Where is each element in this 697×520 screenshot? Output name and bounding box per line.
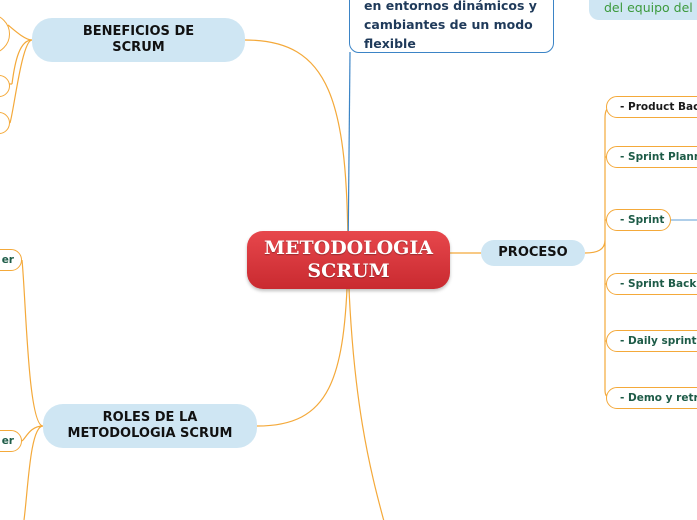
subtopic-demo-y-retrospectiva[interactable]: - Demo y retrospectiva [606,387,697,409]
subtopic-sprint-backlog[interactable]: - Sprint Backlog [606,273,697,295]
description-line3: flexible [364,36,416,51]
subtopic-sprint[interactable]: - Sprint [606,209,671,231]
subtopic-sprint-planning[interactable]: - Sprint Planning [606,146,697,168]
description-line1: en entornos dinámicos y [364,0,537,13]
subtopic-label: - Sprint [620,214,665,226]
role-stub-1[interactable]: er [0,249,22,271]
topic-beneficios-line1: BENEFICIOS DE [82,24,195,39]
connector-central-down [347,261,385,520]
central-topic[interactable]: METODOLOGIA SCRUM [247,231,450,289]
connector-proceso-branches [605,156,606,342]
team-note-text: del equipo del [604,0,693,15]
role-stub-label: er [1,254,14,266]
topic-proceso-label: PROCESO [498,245,568,260]
connector-central-textbox [347,51,351,261]
subtopic-label: - Demo y retrospectiva [620,392,697,404]
topic-roles-line2: METODOLOGIA SCRUM [67,426,233,441]
connector-central-roles [256,261,349,427]
subtopic-label: - Sprint Backlog [620,278,697,290]
description-textbox[interactable]: en entornos dinámicos y cambiantes de un… [349,0,554,53]
connector-beneficios-left [0,24,33,124]
subtopic-label: - Sprint Planning [620,151,697,163]
topic-proceso[interactable]: PROCESO [481,240,585,266]
role-stub-label: er [1,435,14,447]
team-note-box[interactable]: del equipo del [589,0,697,20]
connector-central-beneficios [244,39,349,261]
topic-beneficios-line2: SCRUM [112,40,165,55]
subtopic-product-backlog[interactable]: - Product Backlog [606,96,697,118]
topic-roles-line1: ROLES DE LA [102,410,198,425]
central-topic-line1: METODOLOGIA [264,237,433,259]
role-stub-2[interactable]: er [0,430,22,452]
subtopic-label: - Daily sprint meeting [620,335,697,347]
central-topic-line2: SCRUM [307,260,390,282]
topic-roles-de-la-metodologia[interactable]: ROLES DE LA METODOLOGIA SCRUM [43,404,257,448]
subtopic-label: - Product Backlog [620,101,697,113]
connector-roles-left [21,259,44,520]
topic-beneficios-de-scrum[interactable]: BENEFICIOS DE SCRUM [32,18,245,62]
subtopic-daily-sprint-meeting[interactable]: - Daily sprint meeting [606,330,697,352]
description-line2: cambiantes de un modo [364,17,533,32]
